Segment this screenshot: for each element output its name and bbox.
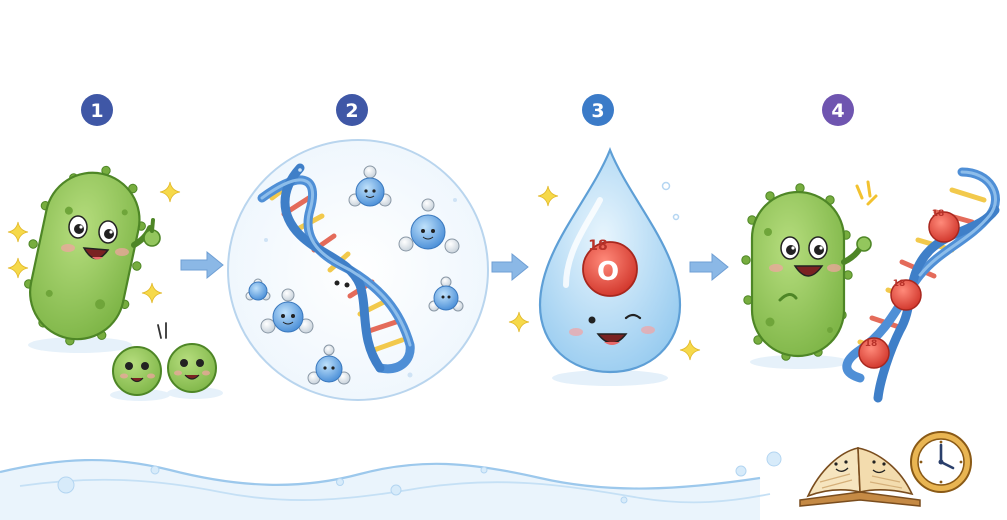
step-badge-3: 3 [582, 94, 614, 126]
panel-2-dna-water [227, 139, 489, 401]
panel-3-water-drop: O 18 [508, 147, 701, 386]
step-badge-2: 2 [336, 94, 368, 126]
oxygen-atom-icon: O 18 [582, 238, 638, 297]
oxygen-atom-icon: 18 [858, 337, 890, 369]
sparkle-icon [159, 181, 181, 203]
sparkle-icon [7, 257, 29, 279]
step-number-3: 3 [591, 100, 604, 122]
sparkle-icon [141, 282, 163, 304]
oxygen-mass-number: 18 [588, 238, 607, 254]
small-bacterium-icon [167, 343, 223, 399]
clock-icon [910, 431, 972, 493]
sparkle-icon [537, 185, 559, 207]
oxygen-element-symbol: O [597, 257, 619, 287]
sparkle-icon [855, 180, 878, 206]
water-molecule-icon [348, 165, 392, 207]
water-molecule-icon [307, 344, 351, 385]
oxygen-mass-number: 18 [932, 209, 945, 219]
water-molecule-icon [398, 198, 460, 254]
water-wave [0, 451, 782, 520]
panel-4-labeled-dna: 18 18 18 [741, 167, 1000, 403]
water-molecule-icon [245, 278, 271, 301]
sparkle-icon [679, 339, 701, 361]
step-number-4: 4 [831, 100, 844, 122]
book-icon [799, 447, 921, 507]
bacterium-icon [23, 165, 161, 347]
step-badge-4: 4 [822, 94, 854, 126]
water-molecule-icon [260, 288, 314, 334]
arrow-right-icon [180, 250, 224, 280]
panel-1-bacteria [7, 165, 223, 401]
bacterium-icon [741, 183, 872, 361]
step-number-2: 2 [345, 100, 358, 122]
oxygen-atom-icon: 18 [890, 279, 922, 311]
small-bacterium-icon [110, 346, 170, 401]
arrow-right-icon [689, 252, 729, 282]
step-number-1: 1 [90, 100, 103, 122]
sparkle-icon [7, 221, 29, 243]
oxygen-mass-number: 18 [865, 339, 878, 349]
sparkle-icon [508, 311, 530, 333]
arrow-right-icon [491, 252, 529, 282]
oxygen-atom-icon: 18 [928, 209, 960, 243]
water-molecule-icon [428, 276, 464, 312]
oxygen-mass-number: 18 [893, 279, 906, 289]
step-badge-1: 1 [81, 94, 113, 126]
dna-helix-icon [257, 163, 415, 374]
